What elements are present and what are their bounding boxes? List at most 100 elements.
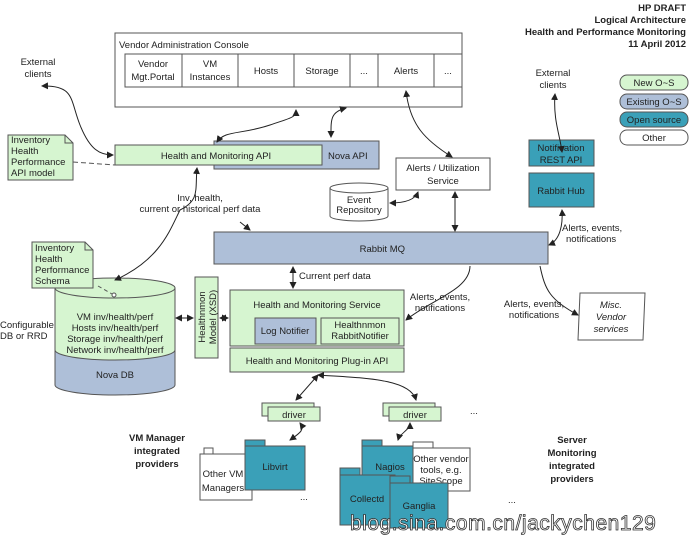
alerts-events-label: notifications bbox=[509, 310, 559, 321]
nova-api-label: Nova API bbox=[328, 151, 368, 162]
legend-label: New O~S bbox=[634, 78, 675, 89]
draft-header: HP DRAFT Logical Architecture Health and… bbox=[525, 3, 686, 50]
inv-data-label: Inv, health, bbox=[177, 193, 223, 204]
svg-text:Other VM: Other VM bbox=[203, 469, 244, 480]
console-cell-more: ... bbox=[360, 66, 368, 77]
svg-text:Health: Health bbox=[11, 146, 38, 157]
connectors bbox=[41, 82, 579, 441]
svg-text:Libvirt: Libvirt bbox=[262, 462, 288, 473]
svg-text:Monitoring: Monitoring bbox=[547, 448, 596, 459]
legend: New O~S Existing O~S Open source Other bbox=[619, 74, 689, 146]
external-clients-right: External bbox=[536, 68, 571, 79]
svg-text:Storage inv/health/perf: Storage inv/health/perf bbox=[67, 334, 163, 345]
svg-text:Event: Event bbox=[347, 195, 372, 206]
svg-text:services: services bbox=[594, 324, 629, 335]
legend-new-os-swatch bbox=[619, 74, 689, 91]
svg-text:RabbitNotifier: RabbitNotifier bbox=[331, 331, 389, 342]
console-cell-more: ... bbox=[444, 66, 452, 77]
svg-text:API model: API model bbox=[11, 168, 55, 179]
svg-text:providers: providers bbox=[135, 459, 178, 470]
api-model-note: Inventory Health Performance API model bbox=[7, 134, 116, 181]
legend-existing-os-swatch bbox=[619, 93, 689, 110]
header-line: Logical Architecture bbox=[594, 15, 686, 26]
svg-text:Log Notifier: Log Notifier bbox=[261, 326, 310, 337]
svg-text:VM Manager: VM Manager bbox=[129, 433, 185, 444]
svg-text:Hosts inv/health/perf: Hosts inv/health/perf bbox=[72, 323, 159, 334]
svg-text:Inventory: Inventory bbox=[11, 135, 50, 146]
rabbit-hub-label: Rabbit Hub bbox=[537, 186, 585, 197]
event-repository: Event Repository bbox=[329, 182, 389, 222]
server-monitoring-label: Server Monitoring integrated providers bbox=[547, 435, 596, 485]
svg-text:tools, e.g.: tools, e.g. bbox=[420, 465, 461, 476]
external-clients-left: External bbox=[21, 57, 56, 68]
svg-text:providers: providers bbox=[550, 474, 593, 485]
hm-api-box bbox=[114, 144, 323, 166]
alerts-events-label: Alerts, events, bbox=[504, 299, 564, 310]
configurable-label: Configurable: bbox=[0, 320, 57, 331]
svg-text:integrated: integrated bbox=[549, 461, 595, 472]
other-vm-managers-folder: Other VM Managers bbox=[199, 447, 253, 501]
plugin-api bbox=[229, 347, 405, 373]
vendor-admin-console: Vendor Administration Console Vendor Mgt… bbox=[114, 32, 463, 108]
svg-text:Nagios: Nagios bbox=[375, 462, 405, 473]
libvirt-folder: Libvirt bbox=[244, 439, 306, 491]
ellipsis: ... bbox=[470, 406, 478, 417]
watermark: blog.sina.com.cn/jackychen129 bbox=[350, 512, 656, 535]
console-cell-vendor-portal: Mgt.Portal bbox=[131, 72, 174, 83]
alerts-service-label: Alerts / Utilization bbox=[406, 163, 479, 174]
external-clients-right: clients bbox=[540, 80, 567, 91]
legend-label: Open source bbox=[627, 115, 681, 126]
driver-server: driver bbox=[382, 402, 442, 422]
alerts-service-label: Service bbox=[427, 176, 459, 187]
svg-text:Healthnmon: Healthnmon bbox=[334, 320, 385, 331]
nova-db-label: Nova DB bbox=[96, 370, 134, 381]
alerts-events-label: notifications bbox=[566, 234, 616, 245]
current-perf-label: Current perf data bbox=[299, 271, 372, 282]
svg-text:Server: Server bbox=[557, 435, 587, 446]
svg-text:Managers: Managers bbox=[202, 483, 244, 494]
alerts-events-label: Alerts, events, bbox=[562, 223, 622, 234]
console-cell-storage: Storage bbox=[305, 66, 338, 77]
rabbit-hub bbox=[528, 172, 595, 208]
legend-label: Existing O~S bbox=[626, 97, 681, 108]
svg-text:VM inv/health/perf: VM inv/health/perf bbox=[77, 312, 154, 323]
collectd-folder: Collectd bbox=[339, 467, 396, 526]
svg-text:driver: driver bbox=[403, 410, 427, 421]
svg-text:SiteScope: SiteScope bbox=[419, 476, 462, 487]
header-line: HP DRAFT bbox=[638, 3, 686, 14]
header-line: Health and Performance Monitoring bbox=[525, 27, 686, 38]
misc-vendor-services: Misc. Vendor services bbox=[577, 292, 646, 341]
ellipsis: ... bbox=[508, 495, 516, 506]
ellipsis: ... bbox=[300, 492, 308, 503]
configurable-label: DB or RRD bbox=[0, 331, 48, 342]
vm-manager-label: VM Manager integrated providers bbox=[129, 433, 185, 470]
hm-api-label: Health and Monitoring API bbox=[161, 151, 271, 162]
console-cell-vendor-portal: Vendor bbox=[138, 59, 168, 70]
model-xsd-label: Healthnmon bbox=[197, 291, 208, 342]
header-line: 11 April 2012 bbox=[628, 39, 686, 50]
alerts-events-label: notifications bbox=[415, 303, 465, 314]
console-title: Vendor Administration Console bbox=[119, 40, 249, 51]
external-clients-left: clients bbox=[25, 69, 52, 80]
rabbit-notifier bbox=[320, 317, 400, 345]
hm-service: Health and Monitoring Service Log Notifi… bbox=[229, 289, 405, 347]
inv-data-label: current or historical perf data bbox=[140, 204, 262, 215]
hm-service-title: Health and Monitoring Service bbox=[253, 300, 380, 311]
legend-open-source-swatch bbox=[619, 111, 689, 128]
svg-text:driver: driver bbox=[282, 410, 306, 421]
svg-text:Performance: Performance bbox=[11, 157, 65, 168]
rabbit-mq bbox=[213, 231, 549, 265]
driver-vm: driver bbox=[261, 402, 321, 422]
alerts-utilization-service bbox=[395, 157, 491, 191]
console-cell-vm-instances: Instances bbox=[190, 72, 231, 83]
console-cell-vm-instances: VM bbox=[203, 59, 217, 70]
legend-label: Other bbox=[642, 133, 666, 144]
legend-other-swatch bbox=[619, 129, 689, 146]
plugin-api-label: Health and Monitoring Plug-in API bbox=[246, 356, 389, 367]
svg-text:Vendor: Vendor bbox=[596, 312, 627, 323]
svg-text:Ganglia: Ganglia bbox=[403, 501, 436, 512]
console-cell-alerts: Alerts bbox=[394, 66, 419, 77]
log-notifier bbox=[254, 317, 317, 345]
svg-text:Performance: Performance bbox=[35, 265, 89, 276]
